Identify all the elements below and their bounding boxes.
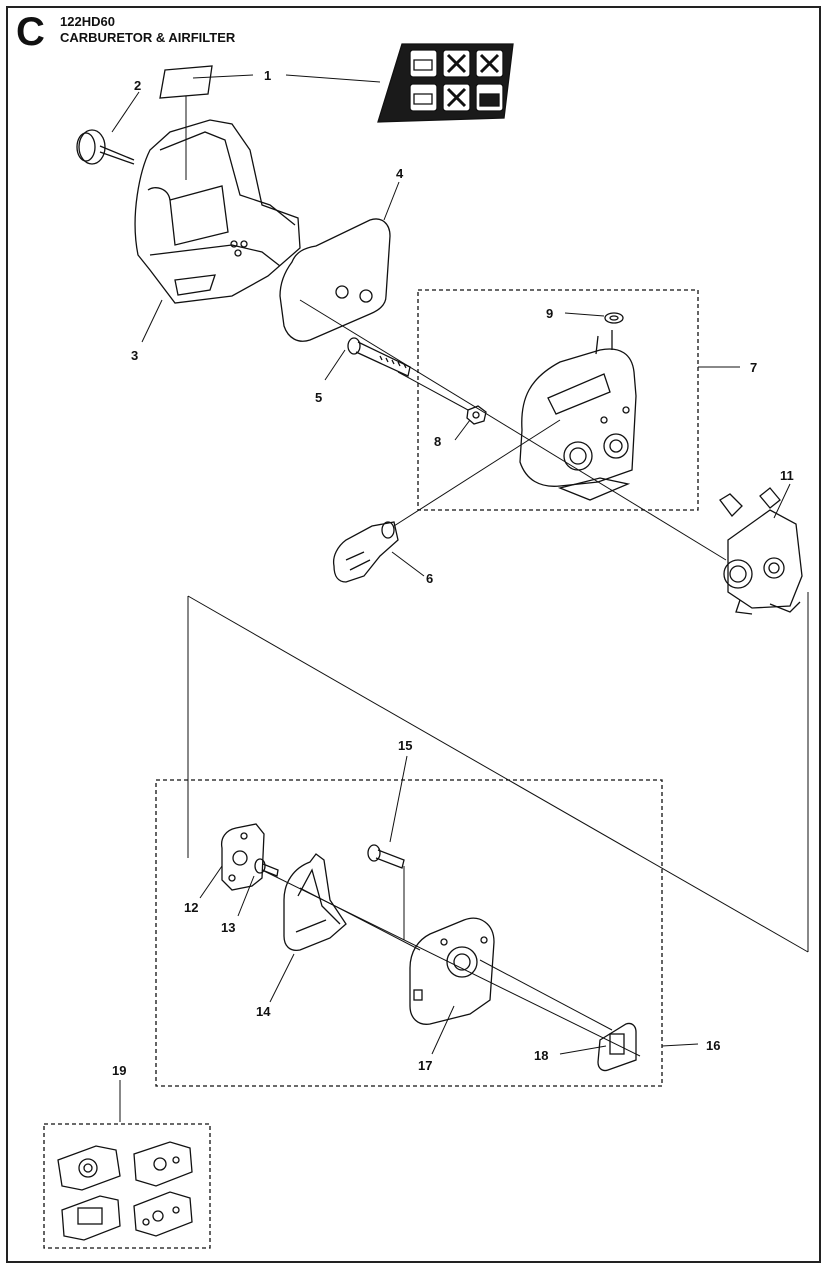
filter-cover-part-3 [134,119,301,304]
model-number: 122HD60 [60,14,115,29]
gasket-part-18 [597,1022,637,1072]
choke-lever-part-6 [332,521,399,583]
group-box-part-19 [43,1123,211,1249]
group-box-part-7 [417,289,699,511]
section-letter: C [16,10,45,54]
screw-part-13 [254,858,279,877]
group-box-part-16 [155,779,663,1087]
callout-15: 15 [398,738,412,753]
callout-6: 6 [426,571,433,586]
callout-2: 2 [134,78,141,93]
nut-part-8 [466,405,487,425]
carburetor-housing [519,330,637,501]
callout-18: 18 [534,1048,548,1063]
gasket-kit-part-19 [57,1141,193,1241]
filter-element-part-4 [279,218,391,342]
callout-8: 8 [434,434,441,449]
diagram-title: CARBURETOR & AIRFILTER [60,30,236,45]
callout-19: 19 [112,1063,126,1078]
grommet-part-9 [604,312,624,324]
callout-9: 9 [546,306,553,321]
callout-17: 17 [418,1058,432,1073]
callout-3: 3 [131,348,138,363]
callout-11: 11 [780,468,794,483]
bracket-part-14 [283,853,347,952]
callout-4: 4 [396,166,404,181]
callout-5: 5 [315,390,322,405]
carburetor-part-11 [719,487,803,615]
callout-12: 12 [184,900,198,915]
screw-part-15 [367,844,405,869]
callout-16: 16 [706,1038,720,1053]
knob-part-2 [76,129,135,165]
callout-14: 14 [256,1004,271,1019]
page-border [6,6,821,1263]
callout-1: 1 [264,68,271,83]
callout-7: 7 [750,360,757,375]
callout-labels: 1 2 3 4 5 6 7 8 9 11 12 13 14 15 16 17 1… [112,68,794,1078]
intake-part-17 [409,917,495,1025]
bolt-part-5 [347,337,411,377]
leader-lines [111,74,809,1122]
gasket-part-12 [220,823,265,891]
decal-part-1 [159,43,514,123]
callout-13: 13 [221,920,235,935]
